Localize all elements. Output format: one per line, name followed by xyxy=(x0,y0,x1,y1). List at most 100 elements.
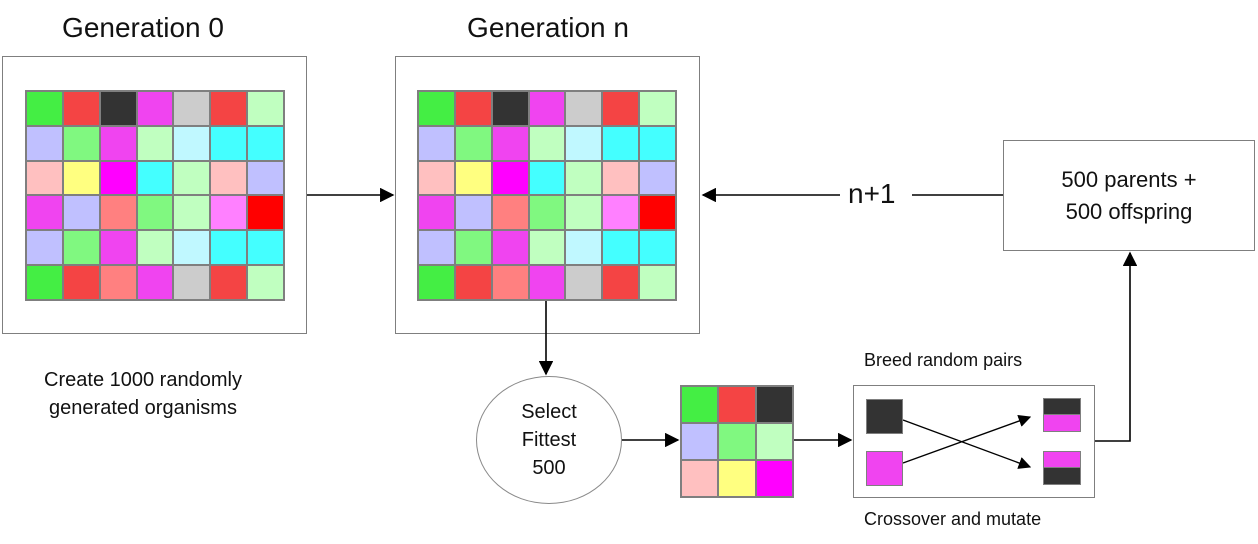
grid-cell xyxy=(755,460,793,497)
grid-cell xyxy=(528,230,566,266)
grid-cell xyxy=(26,160,63,196)
grid-cell xyxy=(99,125,137,161)
grid-cell xyxy=(173,265,211,300)
grid-cell xyxy=(528,125,566,161)
grid-cell xyxy=(491,91,529,126)
grid-cell xyxy=(99,265,137,300)
grid-cell xyxy=(602,195,640,231)
grid-cell xyxy=(454,160,492,196)
grid-cell xyxy=(491,195,529,231)
grid-cell xyxy=(62,91,100,126)
grid-cell xyxy=(173,91,211,126)
grid-cell xyxy=(99,160,137,196)
grid-cell xyxy=(418,230,455,266)
grid-cell xyxy=(718,386,756,423)
grid-cell xyxy=(528,160,566,196)
grid-cell xyxy=(565,160,603,196)
grid-cell xyxy=(528,91,566,126)
grid-cell xyxy=(639,91,676,126)
offspring-chip-b xyxy=(1043,451,1081,485)
select-fittest-label: Select Fittest 500 xyxy=(521,401,577,479)
grid-cell xyxy=(418,195,455,231)
grid-cell xyxy=(755,423,793,460)
grid-cell xyxy=(418,91,455,126)
grid-cell xyxy=(602,91,640,126)
grid-cell xyxy=(565,195,603,231)
result-node: 500 parents + 500 offspring xyxy=(1003,140,1255,251)
grid-cell xyxy=(136,91,174,126)
grid-cell xyxy=(173,230,211,266)
grid-cell xyxy=(681,423,719,460)
grid-cell xyxy=(99,195,137,231)
grid-cell xyxy=(26,125,63,161)
parent-chip-a xyxy=(866,399,903,434)
grid-cell xyxy=(565,91,603,126)
grid-cell xyxy=(136,160,174,196)
generation-0-title: Generation 0 xyxy=(62,12,224,43)
grid-cell xyxy=(491,160,529,196)
grid-cell xyxy=(99,91,137,126)
grid-cell xyxy=(26,91,63,126)
grid-cell xyxy=(639,195,676,231)
grid-cell xyxy=(247,160,284,196)
grid-cell xyxy=(639,160,676,196)
grid-cell xyxy=(565,125,603,161)
parent-chip-b xyxy=(866,451,903,486)
grid-cell xyxy=(528,265,566,300)
grid-cell xyxy=(62,230,100,266)
generation-0-population-grid xyxy=(25,90,285,301)
grid-cell xyxy=(247,195,284,231)
grid-cell xyxy=(454,265,492,300)
grid-cell xyxy=(247,230,284,266)
grid-cell xyxy=(173,195,211,231)
grid-cell xyxy=(602,265,640,300)
grid-cell xyxy=(602,160,640,196)
grid-cell xyxy=(755,386,793,423)
crossover-line-a xyxy=(902,419,1032,469)
grid-cell xyxy=(210,125,248,161)
grid-cell xyxy=(247,265,284,300)
grid-cell xyxy=(718,460,756,497)
grid-cell xyxy=(26,195,63,231)
grid-cell xyxy=(718,423,756,460)
breed-box xyxy=(853,385,1095,498)
grid-cell xyxy=(210,265,248,300)
edge-breed-to-result xyxy=(1095,251,1138,442)
crossover-line-b xyxy=(902,414,1032,464)
grid-cell xyxy=(210,91,248,126)
grid-cell xyxy=(247,91,284,126)
grid-cell xyxy=(454,91,492,126)
fittest-grid xyxy=(680,385,794,498)
grid-cell xyxy=(210,160,248,196)
grid-cell xyxy=(99,230,137,266)
grid-cell xyxy=(639,265,676,300)
offspring-chip-a xyxy=(1043,398,1081,432)
grid-cell xyxy=(602,230,640,266)
grid-cell xyxy=(491,265,529,300)
grid-cell xyxy=(62,265,100,300)
grid-cell xyxy=(681,386,719,423)
generation-n-title: Generation n xyxy=(467,12,629,43)
grid-cell xyxy=(565,230,603,266)
grid-cell xyxy=(210,230,248,266)
grid-cell xyxy=(136,195,174,231)
grid-cell xyxy=(491,125,529,161)
grid-cell xyxy=(639,125,676,161)
create-organisms-caption: Create 1000 randomly generated organisms xyxy=(44,369,242,419)
grid-cell xyxy=(136,125,174,161)
grid-cell xyxy=(602,125,640,161)
grid-cell xyxy=(136,230,174,266)
grid-cell xyxy=(210,195,248,231)
result-label: 500 parents + 500 offspring xyxy=(1061,166,1197,224)
grid-cell xyxy=(62,160,100,196)
grid-cell xyxy=(418,125,455,161)
breed-label: Breed random pairs xyxy=(864,350,1023,370)
grid-cell xyxy=(136,265,174,300)
grid-cell xyxy=(454,125,492,161)
grid-cell xyxy=(247,125,284,161)
grid-cell xyxy=(418,160,455,196)
loop-label: n+1 xyxy=(842,178,902,210)
select-fittest-node: Select Fittest 500 xyxy=(476,376,622,504)
grid-cell xyxy=(26,230,63,266)
